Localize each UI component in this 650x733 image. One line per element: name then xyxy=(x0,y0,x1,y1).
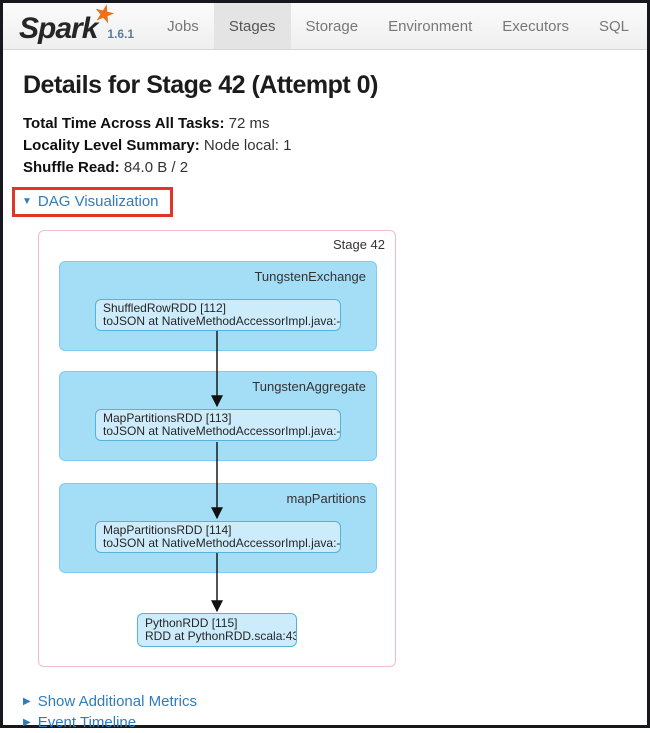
event-timeline-toggle[interactable]: ▶ Event Timeline xyxy=(23,712,627,733)
spark-version: 1.6.1 xyxy=(107,27,135,41)
summary-locality: Locality Level Summary: Node local: 1 xyxy=(23,135,627,157)
page-title: Details for Stage 42 (Attempt 0) xyxy=(23,71,378,99)
node-title: MapPartitionsRDD [113] xyxy=(103,411,232,425)
annotation-highlight-box: ▼ DAG Visualization xyxy=(12,187,173,217)
tab-environment[interactable]: Environment xyxy=(388,17,473,35)
spark-brand[interactable]: Spark ★ 1.6.1 xyxy=(3,0,144,49)
dag-visualization-toggle[interactable]: ▼ DAG Visualization xyxy=(22,193,159,210)
stage-summary: Total Time Across All Tasks: 72 ms Local… xyxy=(23,113,627,179)
summary-total-time-value: 72 ms xyxy=(228,115,270,132)
tab-executors[interactable]: Executors xyxy=(502,17,569,35)
node-title: PythonRDD [115] xyxy=(145,616,238,630)
dag-visualization-canvas: Stage 42 TungstenExchange ShuffledRowRDD… xyxy=(38,230,396,667)
show-additional-metrics-label: Show Additional Metrics xyxy=(37,693,197,710)
tab-stages[interactable]: Stages xyxy=(213,3,291,49)
bottom-toggles: ▶ Show Additional Metrics ▶ Event Timeli… xyxy=(23,691,627,733)
triangle-right-icon: ▶ xyxy=(23,716,31,728)
spark-star-icon: ★ xyxy=(90,0,119,31)
node-title: MapPartitionsRDD [114] xyxy=(103,523,232,537)
summary-locality-value: Node local: 1 xyxy=(203,137,292,154)
node-callsite: toJSON at NativeMethodAccessorImpl.java:… xyxy=(103,424,341,438)
summary-locality-label: Locality Level Summary: xyxy=(23,137,200,154)
triangle-right-icon: ▶ xyxy=(23,695,31,707)
cluster-label: TungstenAggregate xyxy=(252,379,366,394)
top-navbar: Spark ★ 1.6.1 Jobs Stages Storage Enviro… xyxy=(3,0,647,50)
cluster-label: mapPartitions xyxy=(286,491,366,506)
summary-total-time-label: Total Time Across All Tasks: xyxy=(23,115,225,132)
dag-cluster-tungsten-exchange: TungstenExchange ShuffledRowRDD [112] to… xyxy=(59,261,377,351)
dag-node-pythonrdd: PythonRDD [115] RDD at PythonRDD.scala:4… xyxy=(137,613,297,647)
dag-cluster-mappartitions: mapPartitions MapPartitionsRDD [114] toJ… xyxy=(59,483,377,573)
tab-sql[interactable]: SQL xyxy=(598,17,629,35)
summary-total-time: Total Time Across All Tasks: 72 ms xyxy=(23,113,627,135)
event-timeline-label: Event Timeline xyxy=(37,714,137,731)
cluster-label: TungstenExchange xyxy=(254,269,366,284)
page-content: Details for Stage 42 (Attempt 0) Total T… xyxy=(3,71,647,733)
node-callsite: RDD at PythonRDD.scala:43 xyxy=(145,629,297,643)
summary-shuffle-read-value: 84.0 B / 2 xyxy=(123,159,189,176)
show-additional-metrics-toggle[interactable]: ▶ Show Additional Metrics xyxy=(23,691,627,712)
spark-logo: Spark xyxy=(19,12,98,45)
tab-jobs[interactable]: Jobs xyxy=(167,17,199,35)
summary-shuffle-read-label: Shuffle Read: xyxy=(23,159,120,176)
dag-node-mappartitionsrdd-114: MapPartitionsRDD [114] toJSON at NativeM… xyxy=(95,521,341,553)
nav-tabs: Jobs Stages Storage Environment Executor… xyxy=(152,3,647,49)
summary-shuffle-read: Shuffle Read: 84.0 B / 2 xyxy=(23,157,627,179)
dag-node-mappartitionsrdd-113: MapPartitionsRDD [113] toJSON at NativeM… xyxy=(95,409,341,441)
node-callsite: toJSON at NativeMethodAccessorImpl.java:… xyxy=(103,314,341,328)
dag-visualization-label: DAG Visualization xyxy=(37,193,159,210)
dag-cluster-tungsten-aggregate: TungstenAggregate MapPartitionsRDD [113]… xyxy=(59,371,377,461)
dag-node-shuffledrowrdd: ShuffledRowRDD [112] toJSON at NativeMet… xyxy=(95,299,341,331)
triangle-down-icon: ▼ xyxy=(22,195,32,207)
tab-storage[interactable]: Storage xyxy=(305,17,359,35)
node-title: ShuffledRowRDD [112] xyxy=(103,301,226,315)
stage-box-label: Stage 42 xyxy=(332,237,385,252)
node-callsite: toJSON at NativeMethodAccessorImpl.java:… xyxy=(103,536,341,550)
